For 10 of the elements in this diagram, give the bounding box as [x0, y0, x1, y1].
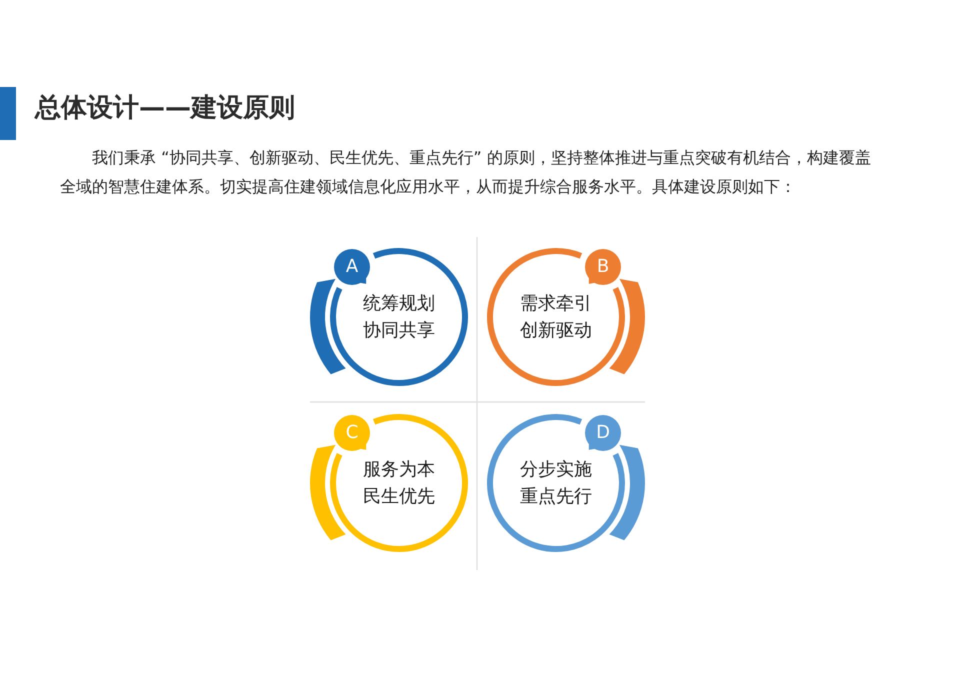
principle-text: 服务为本民生优先: [362, 458, 436, 509]
principle-text: 统筹规划协同共享: [362, 292, 436, 343]
principle-text: 分步实施重点先行: [519, 458, 593, 509]
badge-letter: B: [596, 257, 610, 277]
badge-letter: A: [346, 257, 358, 277]
badge-letter: D: [596, 423, 610, 443]
page-title: 总体设计——建设原则: [35, 92, 295, 125]
badge-letter: C: [346, 423, 358, 443]
intro-paragraph: 我们秉承 “协同共享、创新驱动、民生优先、重点先行” 的原则，坚持整体推进与重点突破有机结合，构建覆盖全域的智慧住建体系。切实提高住建领域信息化应用水平，从而提升综合服务水平。具体建设原则如下：: [60, 147, 872, 198]
principle-text: 需求牵引创新驱动: [519, 292, 593, 343]
